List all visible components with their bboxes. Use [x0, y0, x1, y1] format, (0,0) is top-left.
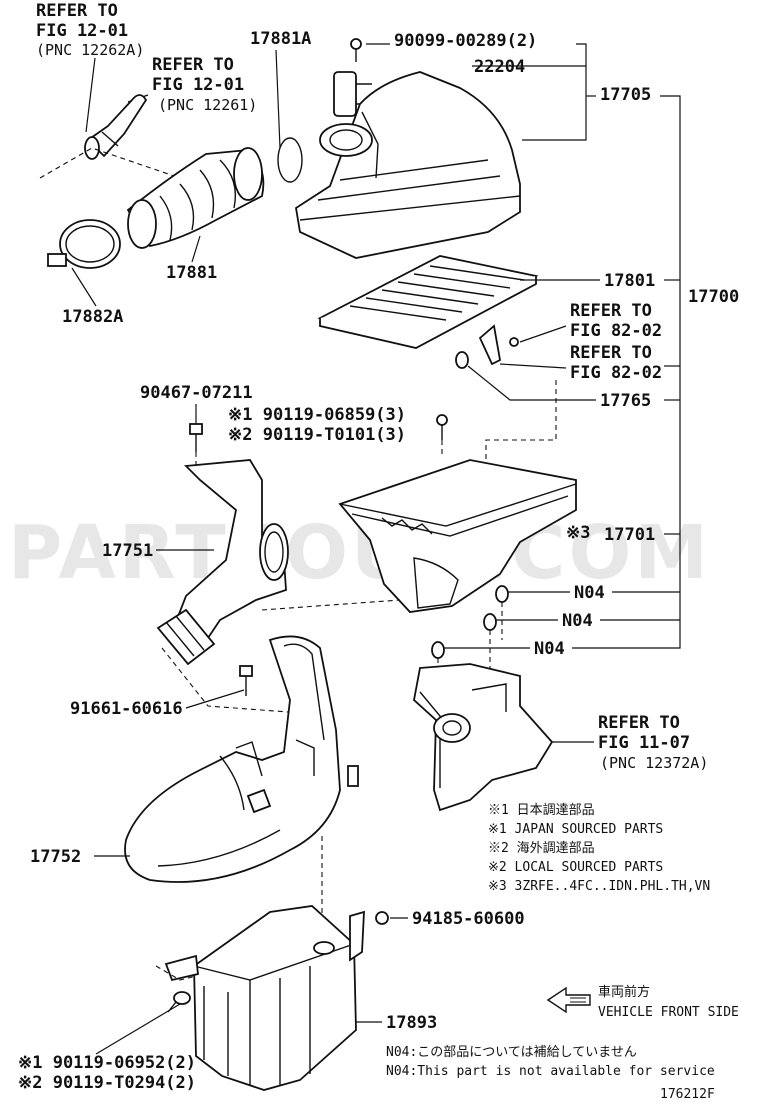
front-direction-arrow-icon — [546, 986, 591, 1014]
svg-text:REFER TO: REFER TO — [36, 1, 118, 21]
part-90119-06952[interactable]: ※1 90119-06952(2) — [18, 1053, 196, 1073]
engine-mount — [413, 663, 554, 812]
svg-text:FIG 11-07: FIG 11-07 — [598, 733, 690, 753]
hose-clamp-small — [84, 94, 148, 160]
bolt-90467 — [189, 423, 203, 452]
svg-text:※1 日本調達部品: ※1 日本調達部品 — [488, 803, 595, 818]
refer-fig-12-01-b[interactable]: REFER TO FIG 12-01 (PNC 12261) — [152, 55, 257, 114]
leader-line-17700-bracket — [660, 95, 681, 620]
leader-line — [519, 325, 567, 343]
dashed-line — [155, 965, 197, 981]
svg-text:FIG 82-02: FIG 82-02 — [570, 321, 662, 341]
part-22204[interactable]: 22204 — [474, 57, 525, 77]
part-94185-60600[interactable]: 94185-60600 — [412, 909, 525, 929]
parts-notes: ※1 日本調達部品 ※1 JAPAN SOURCED PARTS ※2 海外調達… — [488, 803, 710, 894]
clamp-17882A — [47, 219, 121, 269]
part-90119-06859[interactable]: ※1 90119-06859(3) — [228, 405, 406, 425]
leader-line — [191, 235, 201, 263]
svg-text:※2 LOCAL SOURCED PARTS: ※2 LOCAL SOURCED PARTS — [488, 860, 663, 875]
air-cleaner-cap-17705 — [295, 71, 521, 259]
part-17700[interactable]: 17700 — [688, 287, 739, 307]
intake-duct-17752 — [124, 635, 359, 883]
svg-text:(PNC 12262A): (PNC 12262A) — [36, 41, 144, 59]
leader-line — [572, 620, 681, 649]
svg-text:REFER TO: REFER TO — [598, 713, 680, 733]
bolt-91661 — [239, 665, 253, 696]
bracket-small — [478, 324, 519, 366]
intake-duct-17751 — [156, 459, 289, 666]
dashed-line — [39, 147, 181, 179]
refer-fig-82-02-a[interactable]: REFER TO FIG 82-02 — [570, 301, 662, 341]
svg-text:FIG 12-01: FIG 12-01 — [36, 21, 128, 41]
leader-line — [71, 267, 97, 307]
part-90467-07211[interactable]: 90467-07211 — [140, 383, 253, 403]
n04-note-en: N04:This part is not available for servi… — [386, 1064, 715, 1079]
refer-fig-82-02-b[interactable]: REFER TO FIG 82-02 — [570, 343, 662, 383]
leader-line — [499, 363, 567, 369]
part-17701[interactable]: 17701 — [604, 525, 655, 545]
leader-line — [275, 49, 281, 149]
air-cleaner-case-17701 — [338, 459, 577, 613]
part-17801[interactable]: 17801 — [604, 271, 655, 291]
filter-element-17801 — [317, 255, 539, 349]
svg-text:FIG 82-02: FIG 82-02 — [570, 363, 662, 383]
nut-94185 — [375, 911, 389, 925]
svg-text:REFER TO: REFER TO — [152, 55, 234, 75]
grommet-n04 — [431, 585, 509, 659]
refer-fig-11-07[interactable]: REFER TO FIG 11-07 (PNC 12372A) — [598, 713, 708, 772]
refer-fig-12-01-a[interactable]: REFER TO FIG 12-01 (PNC 12262A) — [36, 1, 144, 59]
svg-text:(PNC 12261): (PNC 12261) — [158, 96, 257, 114]
part-90119-T0101[interactable]: ※2 90119-T0101(3) — [228, 425, 406, 445]
part-17881[interactable]: 17881 — [166, 263, 217, 283]
svg-text:FIG 12-01: FIG 12-01 — [152, 75, 244, 95]
svg-text:※2 海外調達部品: ※2 海外調達部品 — [488, 841, 595, 856]
part-90119-T0294[interactable]: ※2 90119-T0294(2) — [18, 1073, 196, 1093]
n04-note-jp: N04:この部品については補給していません — [386, 1045, 637, 1060]
part-17752[interactable]: 17752 — [30, 847, 81, 867]
screw-90099 — [350, 38, 362, 62]
svg-text:REFER TO: REFER TO — [570, 301, 652, 321]
figure-id: 176212F — [660, 1087, 715, 1102]
leader-line — [95, 1003, 181, 1055]
part-17701-mark: ※3 — [566, 523, 590, 543]
part-17751[interactable]: 17751 — [102, 541, 153, 561]
svg-text:※3 3ZRFE..4FC..IDN.PHL.TH,VN: ※3 3ZRFE..4FC..IDN.PHL.TH,VN — [488, 879, 710, 894]
svg-text:※1 JAPAN SOURCED PARTS: ※1 JAPAN SOURCED PARTS — [488, 822, 663, 837]
intake-hose-17881 — [126, 147, 265, 249]
grommet-17765 — [455, 351, 469, 369]
front-label-en: VEHICLE FRONT SIDE — [598, 1005, 739, 1020]
part-n04-2[interactable]: N04 — [562, 611, 593, 631]
resonator-17893 — [164, 905, 365, 1091]
leader-line — [85, 57, 96, 133]
part-90099-00289[interactable]: 90099-00289(2) — [394, 31, 537, 51]
front-label-jp: 車両前方 — [598, 984, 650, 1000]
clamp-ring-17881A — [277, 137, 303, 183]
leader-line — [467, 365, 596, 401]
leader-line — [185, 689, 245, 709]
part-17893[interactable]: 17893 — [386, 1013, 437, 1033]
leader-line — [522, 43, 587, 141]
part-17705[interactable]: 17705 — [600, 85, 651, 105]
part-91661-60616[interactable]: 91661-60616 — [70, 699, 183, 719]
part-17882A[interactable]: 17882A — [62, 307, 123, 327]
part-17881A[interactable]: 17881A — [250, 29, 311, 49]
svg-text:REFER TO: REFER TO — [570, 343, 652, 363]
screw-90119 — [436, 414, 448, 440]
dashed-line — [161, 599, 401, 713]
svg-text:(PNC 12372A): (PNC 12372A) — [600, 754, 708, 772]
dashed-line — [441, 380, 557, 470]
part-n04-1[interactable]: N04 — [574, 583, 605, 603]
part-17765[interactable]: 17765 — [600, 391, 651, 411]
part-n04-3[interactable]: N04 — [534, 639, 565, 659]
